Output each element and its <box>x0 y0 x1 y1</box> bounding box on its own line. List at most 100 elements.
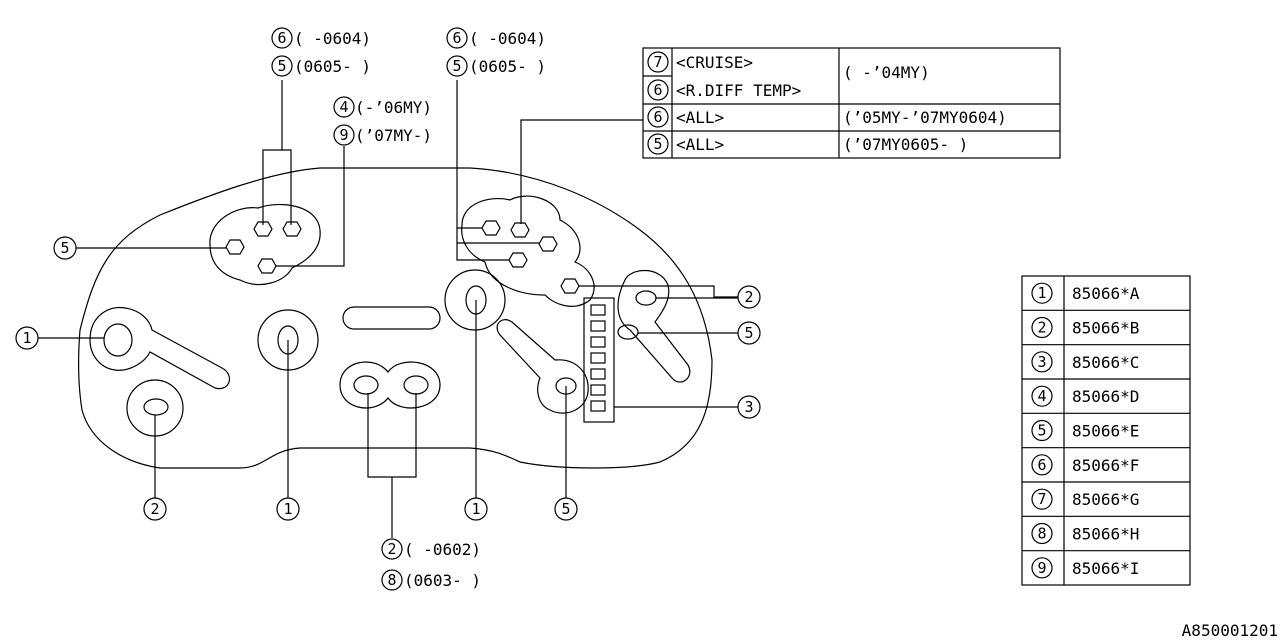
callout-top-left: 6 ( -0604) 5 (0605- ) <box>271 27 371 77</box>
parts-row: 7 85066*G <box>1031 488 1139 510</box>
callout-range: (’07MY-) <box>355 126 432 145</box>
drawing-id: A850001201 <box>1182 621 1278 640</box>
callout-number: 6 <box>452 29 461 47</box>
double-boss <box>339 361 441 409</box>
parts-number: 4 <box>1037 387 1046 405</box>
callout-bottom-5: 5 <box>554 497 578 521</box>
variant-range: (’07MY0605- ) <box>843 135 968 154</box>
callout-right-5: 5 <box>737 321 761 345</box>
bulb-socket <box>538 236 558 252</box>
leader-lines <box>38 80 738 538</box>
callout-range: (0605- ) <box>469 57 546 76</box>
callout-number: 4 <box>339 98 348 116</box>
callout-number: 1 <box>471 500 480 518</box>
bulb-socket <box>481 220 501 236</box>
right-center-boss <box>444 269 506 331</box>
bulb-socket <box>253 221 273 237</box>
connector-pin <box>590 304 606 316</box>
callout-range: ( -0602) <box>404 540 481 559</box>
callout-number: 5 <box>60 239 69 257</box>
connector-pin <box>590 400 606 412</box>
connector-pin <box>590 384 606 396</box>
variant-number: 6 <box>653 81 662 99</box>
cluster-housing-outline <box>78 167 713 469</box>
double-boss-socket-left <box>353 375 379 395</box>
bulb-socket <box>510 222 530 238</box>
callout-number: 2 <box>150 500 159 518</box>
callout-bottom-1b: 1 <box>464 497 488 521</box>
variant-range: ( -’04MY) <box>843 63 930 82</box>
callout-number: 5 <box>452 57 461 75</box>
callout-number: 9 <box>339 126 348 144</box>
upper-left-boss <box>209 203 321 286</box>
right-arm-socket-top <box>635 290 657 306</box>
callout-left-5: 5 <box>53 236 77 260</box>
callout-right-3: 3 <box>737 395 761 419</box>
variant-label: <ALL> <box>676 135 724 154</box>
bulb-socket <box>282 221 302 237</box>
lower-left-socket <box>143 398 169 416</box>
slot-opening <box>342 306 441 330</box>
variant-number: 5 <box>653 135 662 153</box>
bulb-sockets <box>225 220 580 294</box>
connector-block <box>583 297 615 423</box>
callout-range: ( -0604) <box>469 29 546 48</box>
callout-bottom-center: 2 ( -0602) 8 (0603- ) <box>381 538 481 591</box>
callout-right-2: 2 <box>737 285 761 309</box>
parts-row: 3 85066*C <box>1031 351 1139 373</box>
callout-top-middle: 6 ( -0604) 5 (0605- ) <box>446 27 546 77</box>
bulb-socket <box>257 258 277 274</box>
callout-number: 5 <box>277 57 286 75</box>
callout-bottom-2: 2 <box>143 497 167 521</box>
parts-code: 85066*C <box>1072 353 1139 372</box>
connector-pins <box>590 304 606 412</box>
parts-code: 85066*G <box>1072 490 1139 509</box>
parts-number: 7 <box>1037 490 1046 508</box>
parts-row: 8 85066*H <box>1031 522 1139 545</box>
double-boss-socket-right <box>403 375 429 395</box>
callout-range: (-’06MY) <box>355 98 432 117</box>
parts-row: 1 85066*A <box>1031 282 1140 304</box>
parts-number: 9 <box>1037 559 1046 577</box>
bulb-socket <box>560 278 580 294</box>
parts-code: 85066*H <box>1072 525 1139 544</box>
parts-row: 4 85066*D <box>1031 385 1139 407</box>
callout-range: ( -0604) <box>294 29 371 48</box>
callout-number: 6 <box>277 29 286 47</box>
callout-bottom-1a: 1 <box>276 497 300 521</box>
left-gauge-boss <box>89 306 231 390</box>
callout-number: 1 <box>283 500 292 518</box>
callout-number: 1 <box>22 329 31 347</box>
parts-code: 85066*F <box>1072 456 1139 475</box>
variant-number: 7 <box>653 53 662 71</box>
parts-code: 85066*D <box>1072 387 1139 406</box>
variant-label: <ALL> <box>676 108 724 127</box>
variant-number: 6 <box>653 108 662 126</box>
connector-pin <box>590 336 606 348</box>
parts-number: 8 <box>1037 525 1046 543</box>
parts-code: 85066*A <box>1072 284 1140 303</box>
diagonal-arm-boss <box>496 319 589 414</box>
left-gauge-socket <box>103 323 133 357</box>
callout-number: 3 <box>744 398 753 416</box>
connector-pin <box>590 352 606 364</box>
upper-right-boss <box>461 195 595 307</box>
variant-label: <R.DIFF TEMP> <box>676 81 801 100</box>
parts-number: 5 <box>1037 422 1046 440</box>
parts-number: 3 <box>1037 353 1046 371</box>
variant-label: <CRUISE> <box>676 53 753 72</box>
callout-range: (0605- ) <box>294 57 371 76</box>
bulb-socket <box>225 239 245 255</box>
bulb-socket <box>508 252 528 268</box>
callout-number: 5 <box>561 500 570 518</box>
callout-number: 2 <box>387 540 396 558</box>
parts-number: 1 <box>1037 284 1046 302</box>
right-arm-boss <box>617 269 691 383</box>
